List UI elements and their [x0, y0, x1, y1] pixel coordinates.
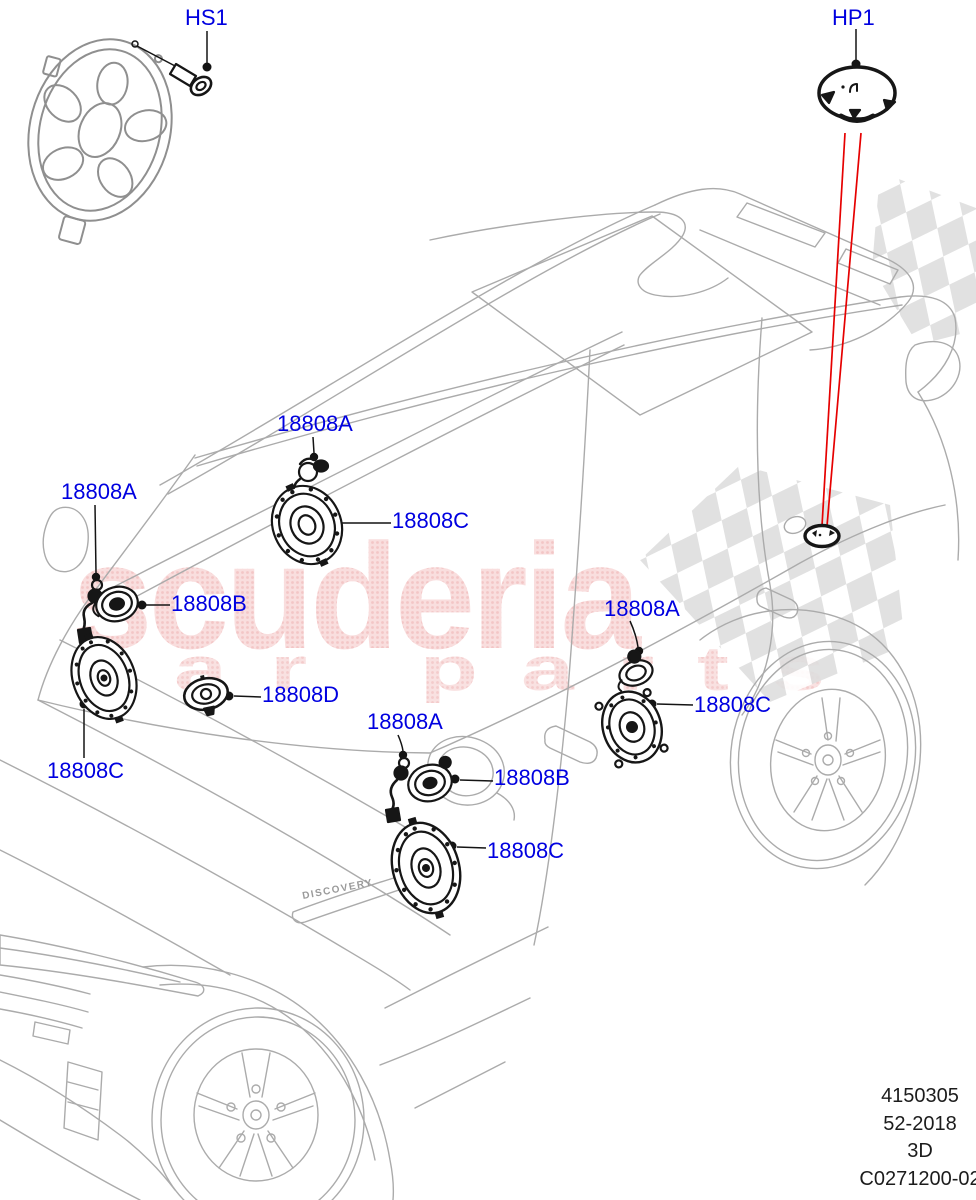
- beltline: [37, 504, 946, 754]
- spoiler-underside: [699, 229, 881, 306]
- red-location-lines: [821, 132, 862, 527]
- callout-rear-door-tweeter[interactable]: 18808A: [604, 596, 680, 621]
- plate-recess: [32, 1021, 71, 1045]
- rear-wheel: [729, 640, 917, 870]
- sunroof-glass: [471, 215, 813, 416]
- d-pillar: [899, 295, 957, 393]
- headlight-inner: [0, 947, 181, 983]
- hood-cut: [37, 699, 451, 936]
- b-pillar-doorcut: [533, 349, 591, 946]
- front-door-mirror-tweeter-drawing: [407, 755, 453, 803]
- front-door-tweeter-wiring-drawing: [384, 756, 411, 824]
- bumper-fin-2: [67, 1101, 99, 1111]
- front-left-door-speaker-drawing: [70, 632, 138, 724]
- rear-spoiler: [654, 187, 915, 351]
- callout-front-door-speaker[interactable]: 18808C: [487, 838, 565, 863]
- front-door-handle: [544, 725, 598, 765]
- mirror-pod-arm: [496, 792, 516, 821]
- callout-front-left-tweeter[interactable]: 18808B: [171, 591, 247, 616]
- front-left-mirror-tweeter-drawing: [92, 585, 139, 623]
- red-line-right: [826, 132, 862, 527]
- grille-line-3: [0, 1008, 83, 1029]
- cowl-line: [87, 331, 623, 601]
- windshield-speaker-drawing: [270, 483, 344, 567]
- doc-view-type: 3D: [907, 1140, 933, 1162]
- spoiler-slot-2: [837, 248, 899, 285]
- leader-lines: [83, 29, 857, 849]
- rear-door-keyhole: [783, 515, 807, 535]
- callout-rear-door-speaker[interactable]: 18808C: [694, 692, 772, 717]
- document-info: 4150305 52-2018 3D C0271200-02: [845, 1083, 976, 1193]
- bumper-fin-1: [67, 1081, 99, 1091]
- rear-wheel-arch: [699, 608, 922, 886]
- front-wheel: [151, 1007, 365, 1200]
- rocker-line-2: [379, 997, 531, 1066]
- callout-hs1[interactable]: HS1: [185, 5, 228, 30]
- cowl-line-inner: [101, 344, 625, 616]
- spoiler-slot-1: [736, 202, 826, 248]
- roof-side-rail: [194, 296, 901, 459]
- roof-speaker-location-oval: [803, 523, 841, 549]
- front-wheel-arch-inner: [159, 983, 376, 1161]
- roofline: [159, 204, 656, 486]
- rear-door-tweeter-drawing: [617, 649, 654, 693]
- left-mirror: [42, 506, 89, 573]
- bumper-curve-1: [0, 1059, 176, 1191]
- callout-windshield-wiring[interactable]: 18808A: [277, 411, 353, 436]
- headlight: [0, 934, 205, 997]
- rear-door-speaker-drawing: [594, 688, 669, 769]
- instrument-panel-speaker-drawing: [182, 674, 230, 717]
- rocker-line-3: [414, 1061, 506, 1109]
- bumper-curve-2: [0, 1119, 141, 1200]
- front-wheel-arch: [142, 964, 395, 1200]
- callout-front-left-wiring[interactable]: 18808A: [61, 479, 137, 504]
- camo-rear-pillar: [872, 172, 976, 345]
- callout-windshield-speaker[interactable]: 18808C: [392, 508, 470, 533]
- red-line-left: [821, 132, 846, 527]
- rear-door-handle: [756, 587, 799, 619]
- grille-line-1: [0, 974, 91, 995]
- callout-hp1[interactable]: HP1: [832, 5, 875, 30]
- subwoofer-speaker-drawing: [27, 38, 173, 245]
- fender-line: [0, 849, 231, 976]
- roof-side-rail-inner: [196, 304, 903, 467]
- callout-front-left-speaker[interactable]: 18808C: [47, 758, 125, 783]
- watermark-brand-text: scuderia: [72, 512, 642, 680]
- grille-line-2: [0, 991, 89, 1013]
- bumper-inlet: [63, 1061, 103, 1141]
- front-door-speaker-drawing: [390, 816, 462, 920]
- discovery-badge-text: DISCOVERY: [301, 877, 374, 902]
- roof-speaker-disc-drawing: [817, 65, 897, 123]
- callout-front-door-tweeter[interactable]: 18808B: [494, 765, 570, 790]
- fender-edge: [37, 599, 89, 701]
- roofline-inner: [167, 213, 661, 495]
- rocker-line-1: [384, 926, 549, 1009]
- doc-part-number: 4150305: [881, 1085, 959, 1107]
- roof-cutline: [429, 211, 729, 298]
- rear-door-cut: [741, 317, 774, 716]
- doc-drawing-number: C0271200-02: [859, 1167, 976, 1190]
- rear-body-crease: [917, 391, 960, 561]
- camo-wrap-regions: [640, 172, 976, 702]
- rear-quarter-glass: [905, 341, 961, 402]
- hood-front-edge: [0, 759, 411, 991]
- callout-panel-speaker[interactable]: 18808D: [262, 682, 340, 707]
- screw-part-drawing: [131, 40, 213, 97]
- part-drawings: [70, 40, 897, 920]
- watermark: scuderia car parts: [72, 512, 840, 704]
- callout-front-door-wiring[interactable]: 18808A: [367, 709, 443, 734]
- doc-date-code: 52-2018: [883, 1112, 957, 1135]
